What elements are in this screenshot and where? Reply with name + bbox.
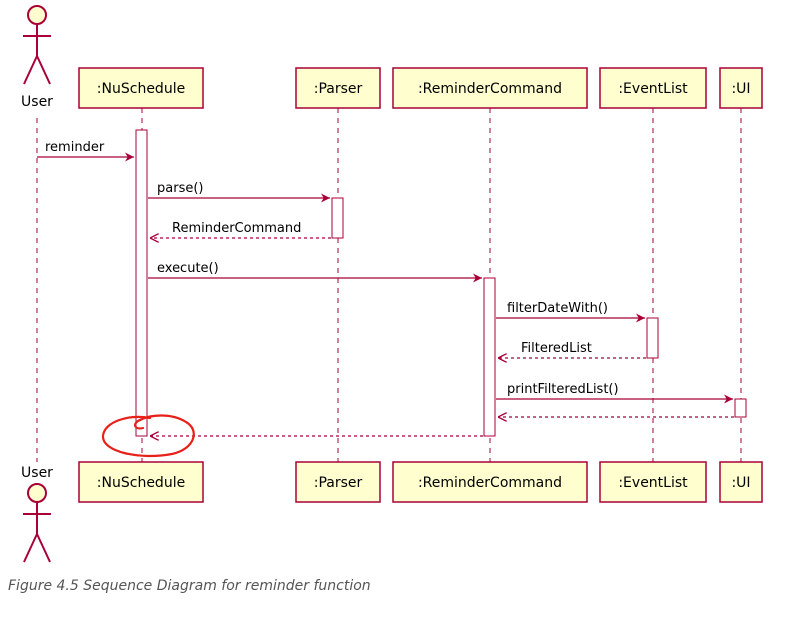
parser-activation	[331, 197, 344, 239]
svg-text::UI: :UI	[731, 475, 750, 491]
svg-text::ReminderCommand: :ReminderCommand	[418, 475, 562, 491]
participant-parser-bottom: :Parser	[295, 461, 381, 503]
svg-text::ReminderCommand: :ReminderCommand	[418, 81, 562, 97]
participant-nuschedule-top: :NuSchedule	[78, 67, 204, 109]
participants-bottom: :NuSchedule :Parser :ReminderCommand :Ev…	[78, 461, 763, 503]
remindercommand-activation	[483, 277, 496, 437]
figure-caption: Figure 4.5 Sequence Diagram for reminder…	[8, 578, 371, 594]
messages	[37, 152, 734, 436]
svg-text::Parser: :Parser	[314, 475, 363, 491]
user-label-top: User	[21, 94, 53, 110]
message-label-remindercommand: ReminderCommand	[172, 221, 301, 236]
ui-activation	[734, 398, 747, 418]
svg-text::Parser: :Parser	[314, 81, 363, 97]
message-label-execute: execute()	[157, 261, 219, 276]
participant-nuschedule-bottom: :NuSchedule	[78, 461, 204, 503]
message-label-filterdatewith: filterDateWith()	[507, 301, 608, 316]
highlight-circle	[101, 414, 195, 458]
participant-ui-bottom: :UI	[719, 461, 763, 503]
participants-top: :NuSchedule :Parser :ReminderCommand :Ev…	[78, 67, 763, 109]
svg-text::EventList: :EventList	[618, 475, 688, 491]
svg-text::UI: :UI	[731, 81, 750, 97]
participant-remindercommand-bottom: :ReminderCommand	[392, 461, 588, 503]
participant-ui-top: :UI	[719, 67, 763, 109]
participant-eventlist-top: :EventList	[599, 67, 707, 109]
user-icon	[23, 483, 51, 563]
message-label-printfilteredlist: printFilteredList()	[507, 382, 619, 397]
activation-bars	[135, 129, 747, 437]
nuschedule-activation	[135, 129, 148, 437]
user-label-bottom: User	[21, 465, 53, 481]
svg-text::EventList: :EventList	[618, 81, 688, 97]
message-labels: reminder parse() ReminderCommand execute…	[45, 140, 619, 397]
message-label-filteredlist: FilteredList	[521, 341, 592, 356]
eventlist-activation	[646, 317, 659, 359]
user-icon	[23, 5, 51, 85]
participant-remindercommand-top: :ReminderCommand	[392, 67, 588, 109]
message-label-reminder: reminder	[45, 140, 105, 155]
user-actor-bottom: User	[21, 465, 53, 563]
user-actor-top: User	[21, 5, 53, 110]
participant-eventlist-bottom: :EventList	[599, 461, 707, 503]
svg-text::NuSchedule: :NuSchedule	[97, 81, 185, 97]
participant-parser-top: :Parser	[295, 67, 381, 109]
svg-text::NuSchedule: :NuSchedule	[97, 475, 185, 491]
message-label-parse: parse()	[157, 181, 203, 196]
